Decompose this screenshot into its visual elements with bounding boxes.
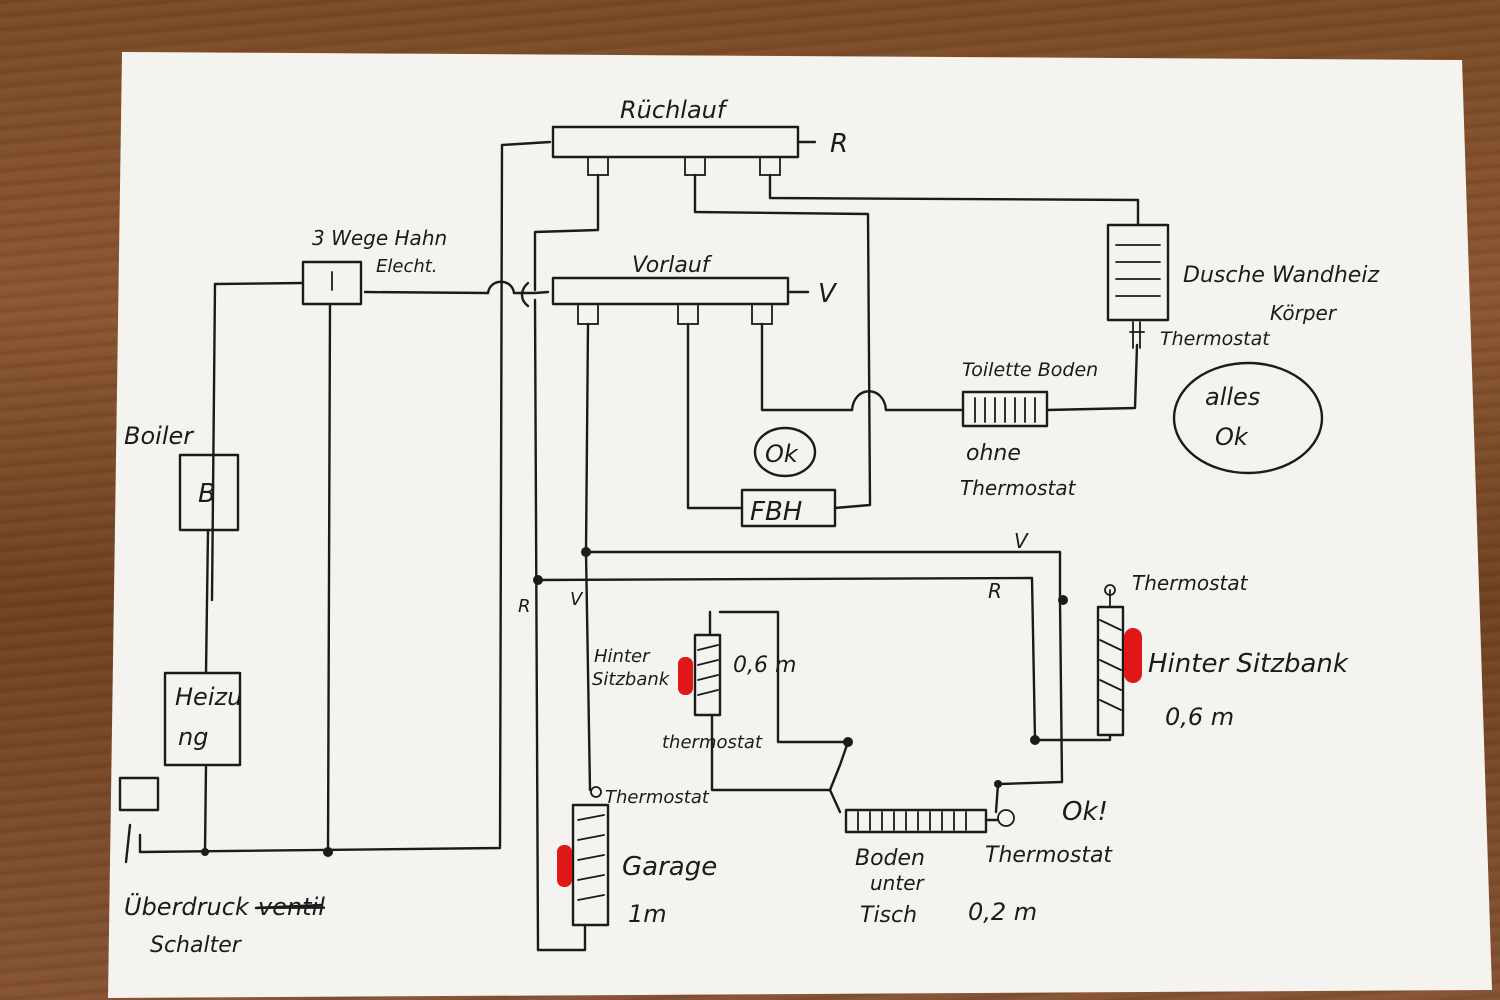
right-thermostat-label: Thermostat — [1132, 571, 1249, 595]
heizung-label-2: ng — [178, 723, 208, 751]
left-r-label: R — [518, 596, 531, 617]
toilette-label: Toilette Boden — [962, 359, 1098, 381]
boiler-b-label: B — [198, 479, 216, 509]
loop-r-label: R — [988, 579, 1002, 603]
heizung-label-1: Heizu — [175, 683, 242, 711]
heizung-box — [163, 671, 242, 767]
alles-ok-circle — [1172, 361, 1324, 475]
garage-thermostat-label: Thermostat — [605, 787, 710, 808]
boden-label-1: Boden — [855, 846, 925, 871]
ohne-thermostat-label: Thermostat — [960, 476, 1077, 500]
pressure-switch-label-1: Überdruck — [124, 892, 250, 921]
left-sitzbank-label-2: Sitzbank — [592, 669, 671, 690]
fbh-label: FBH — [750, 497, 802, 527]
alles-ok-label: Ok — [1215, 423, 1249, 451]
left-sitzbank-radiator — [693, 633, 722, 717]
dusche-radiator — [1106, 223, 1170, 322]
boden-ok-label: Ok! — [1062, 797, 1108, 827]
garage-label: Garage — [622, 852, 717, 882]
garage-radiator — [571, 803, 610, 927]
right-red-mark — [1124, 628, 1142, 683]
vorlauf-label: Vorlauf — [632, 253, 713, 278]
boden-thermostat-label: Thermostat — [985, 843, 1113, 868]
dusche-thermostat-label: Thermostat — [1160, 328, 1271, 350]
loop-v-label: V — [1014, 529, 1029, 553]
boiler-label: Boiler — [124, 422, 195, 450]
pressure-switch-label-2: Schalter — [150, 933, 243, 958]
left-sitzbank-label-1: Hinter — [594, 646, 651, 667]
garage-red-mark — [557, 845, 572, 887]
ruecklauf-r-label: R — [830, 129, 848, 159]
garage-length: 1m — [628, 900, 667, 928]
boden-label-3: Tisch — [860, 903, 917, 928]
ruecklauf-label: Rüchlauf — [620, 96, 729, 124]
pressure-switch-box — [118, 776, 160, 812]
dusche-label-2: Körper — [1270, 301, 1338, 325]
right-sitzbank-label: Hinter Sitzbank — [1148, 649, 1349, 679]
dusche-label-1: Dusche Wandheiz — [1183, 263, 1379, 288]
left-v-label: V — [570, 589, 584, 610]
fbh-box — [740, 488, 837, 528]
electric-label: Elecht. — [376, 256, 438, 277]
ohne-label: ohne — [966, 441, 1021, 466]
boden-label-2: unter — [870, 871, 925, 895]
vorlauf-v-label: V — [818, 279, 838, 309]
right-sitzbank-length: 0,6 m — [1165, 703, 1234, 731]
boden-length: 0,2 m — [968, 898, 1037, 926]
left-thermostat-label: thermostat — [662, 732, 763, 753]
fbh-ok-circle — [753, 426, 817, 478]
left-red-mark — [678, 657, 693, 695]
alles-label: alles — [1205, 383, 1260, 411]
three-way-valve-label: 3 Wege Hahn — [312, 226, 447, 250]
left-sitzbank-length: 0,6 m — [733, 653, 796, 678]
fbh-ok-label: Ok — [765, 440, 799, 468]
